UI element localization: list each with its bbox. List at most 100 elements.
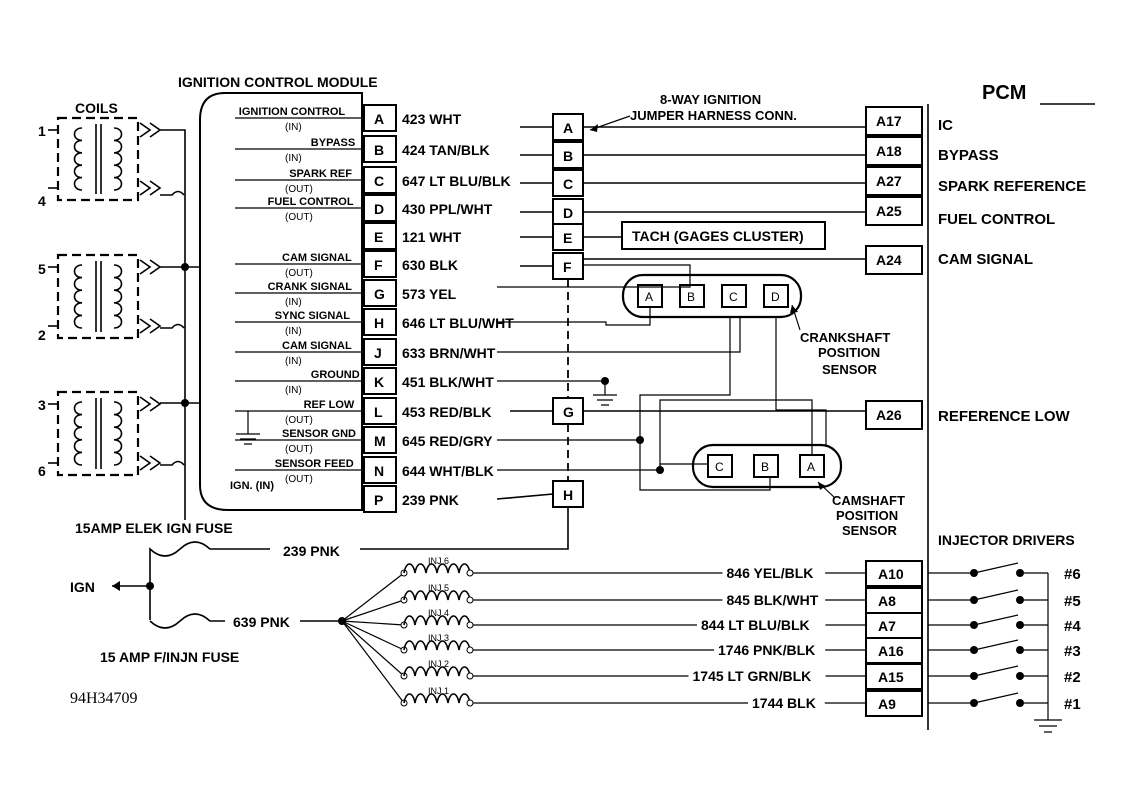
pcm-injector-pin-id: A8 [878,593,896,609]
finj-fuse-label: 15 AMP F/INJN FUSE [100,649,239,665]
pcm-pin-id: A24 [876,252,902,268]
driver-switch [973,614,1019,626]
pcm-injector-pin-box [865,637,923,664]
icm-pin-function: CRANK SIGNAL [268,281,353,293]
injector-number: #3 [1064,643,1081,660]
cam-label-3: SENSOR [842,523,898,538]
pcm-pin-box [865,245,923,275]
ign-arrowhead [112,581,120,591]
injector-wire-label: 846 YEL/BLK [727,565,814,581]
coil-number-3: 3 [38,397,46,413]
icm-wire-label: 573 YEL [402,286,457,302]
injector-coil [403,590,471,601]
injector-drivers-title: INJECTOR DRIVERS [938,532,1075,548]
crank-label-2: POSITION [818,345,880,360]
coils-title: COILS [75,100,118,116]
icm-pin-function: CAM SIGNAL [282,340,352,352]
icm-pin-letter: M [374,433,386,449]
cam-pin-box [707,454,733,478]
coil-packs [48,116,230,520]
cam-pin-box [753,454,779,478]
cam-callout-arrowhead [818,482,826,490]
icm-wire-label: 430 PPL/WHT [402,201,493,217]
wire-label-bg [748,691,825,709]
icm-pin-letter: G [374,286,385,302]
icm-pin-box [363,279,397,307]
icm-wire-label: 630 BLK [402,257,458,273]
icm-pin-letter: K [374,374,384,390]
injector-number: #5 [1064,593,1081,610]
pcm-injector-pin-id: A7 [878,618,896,634]
crank-label-3: SENSOR [822,362,878,377]
icm-pin-direction: (OUT) [285,212,313,223]
harness-wire [496,493,554,500]
icm-pin-box [363,222,397,250]
icm-wire-label: 647 LT BLU/BLK [402,173,511,189]
pcm-pin-id: A26 [876,407,902,423]
pcm-injector-pin-box [865,663,923,690]
spark-plug-arrow [139,122,162,138]
spark-plug-arrow [139,318,162,334]
icm-wire-label: 121 WHT [402,229,462,245]
wire-639-pnk-label: 639 PNK [233,614,290,630]
injector-label: INJ 1 [428,686,449,696]
icm-pin-direction: (IN) [285,122,302,133]
icm-pin-box [363,456,397,484]
spark-plug-arrow [139,396,162,412]
coil-secondary-winding [113,401,123,466]
wire-label-bg [688,664,826,682]
injector-terminal [466,569,474,577]
wire-label-bg [722,561,826,579]
cam-pin-letter: B [761,460,769,474]
injector-feed-branch [341,572,405,622]
injector-label: INJ 2 [428,659,449,669]
pcm-injector-pin-box [865,560,923,587]
coil-pack-outline [56,253,140,340]
pcm-pin-box [865,136,923,166]
icm-pin-function: REF LOW [304,399,355,411]
injector-feed-branch [341,599,405,622]
pcm-pin-label: IC [938,117,953,134]
injector-number: #1 [1064,696,1081,713]
coil-pack-outline [56,116,140,202]
icm-pin-function: IGN. (IN) [230,480,274,492]
injector-feed-branch [341,620,405,626]
icm-pin-box [363,485,397,513]
icm-wire-label: 644 WHT/BLK [402,463,494,479]
coil-secondary-winding [113,127,123,191]
cam-label-1: CAMSHAFT [832,493,905,508]
crank-pin-box [679,284,705,308]
jumper-pin-box [552,113,584,141]
icm-pin-box [363,135,397,163]
injector-coil [403,615,471,626]
pcm-pin-label: FUEL CONTROL [938,211,1055,228]
injector-number: #6 [1064,566,1081,583]
injector-number: #2 [1064,669,1081,686]
pcm-pin-id: A17 [876,113,902,129]
pcm-pin-id: A27 [876,173,902,189]
injector-terminal [466,646,474,654]
icm-pin-direction: (OUT) [285,444,313,455]
driver-switch [973,589,1019,601]
coil-number-2: 2 [38,327,46,343]
injector-coil [403,693,471,704]
crank-signal-wire [497,264,691,288]
icm-pin-box [363,250,397,278]
icm-pin-direction: (OUT) [285,184,313,195]
elek-ign-fuse [149,541,270,620]
jumper-title-line1: 8-WAY IGNITION [660,92,761,107]
crank-wire-c [497,317,741,353]
crank-label-1: CRANKSHAFT [800,330,890,345]
icm-wire-label: 423 WHT [402,111,462,127]
icm-pin-function: CAM SIGNAL [282,252,352,264]
injector-feed-branch [341,620,405,704]
icm-pin-function: SENSOR FEED [275,458,354,470]
icm-pin-letter: B [374,142,384,158]
coil-junction-dot [181,399,189,407]
jumper-pin-letter: C [563,176,573,192]
pcm-injector-pin-id: A16 [878,643,904,659]
icm-wire-label: 646 LT BLU/WHT [402,315,514,331]
crank-pin-letter: D [771,290,780,304]
injector-feed-branch [341,620,405,677]
